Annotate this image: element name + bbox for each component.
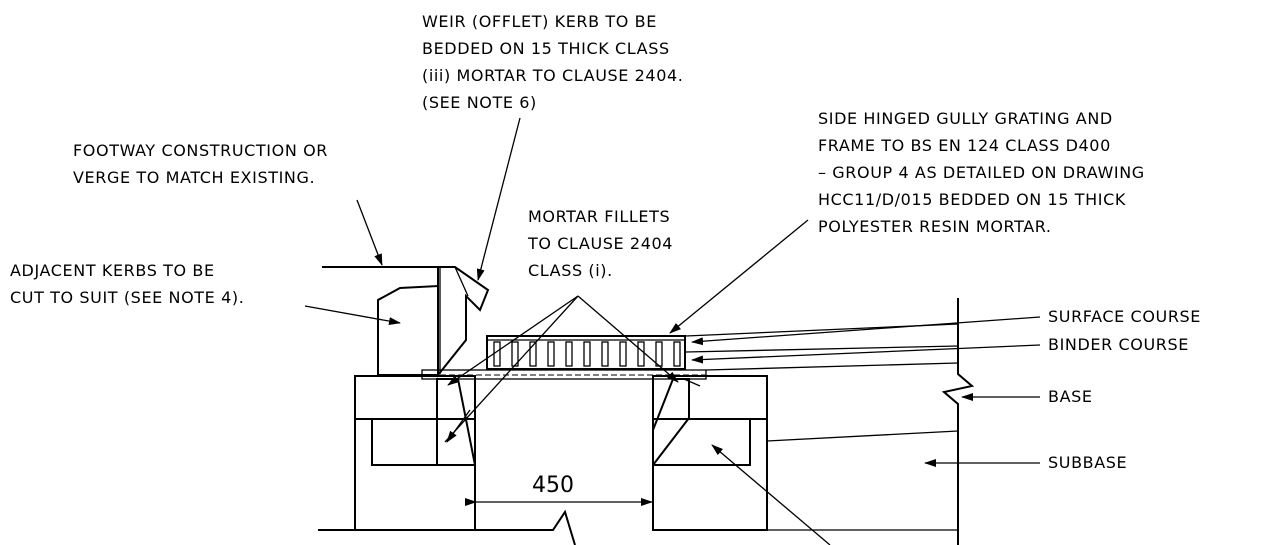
adjacent-line-2: CUT TO SUIT (SEE NOTE 4). <box>10 288 244 307</box>
right-fillet-edge <box>683 378 701 387</box>
gully-frame <box>421 369 707 380</box>
adjacent-line-1: ADJACENT KERBS TO BE <box>10 261 215 280</box>
adjacent-kerbs-note: ADJACENT KERBS TO BE CUT TO SUIT (SEE NO… <box>10 261 244 307</box>
surface-course-label: SURFACE COURSE <box>1048 307 1201 326</box>
footway-line-2: VERGE TO MATCH EXISTING. <box>73 168 315 187</box>
grating-line-3: – GROUP 4 AS DETAILED ON DRAWING <box>818 163 1145 182</box>
fillet-leader-3-line <box>444 295 579 443</box>
fillet-leader-2 <box>577 295 679 383</box>
weir-line-2: BEDDED ON 15 THICK CLASS <box>422 39 670 58</box>
grating-line-5: POLYESTER RESIN MORTAR. <box>818 217 1052 236</box>
bottom-leader <box>711 444 831 545</box>
subbase-label: SUBBASE <box>1048 453 1127 472</box>
adjacent-kerb <box>377 284 439 376</box>
subbase-line-upper <box>766 430 959 442</box>
fillets-line-2: TO CLAUSE 2404 <box>527 234 673 253</box>
right-support-upper <box>652 375 768 420</box>
fillets-line-1: MORTAR FILLETS <box>528 207 670 226</box>
grating-note: SIDE HINGED GULLY GRATING AND FRAME TO B… <box>818 109 1145 236</box>
bottom-break-line <box>318 509 576 545</box>
grating-line-4: HCC11/D/015 BEDDED ON 15 THICK <box>818 190 1126 209</box>
break-line-right <box>941 298 975 545</box>
footway-line-1: FOOTWAY CONSTRUCTION OR <box>73 141 328 160</box>
weir-leader <box>476 117 521 281</box>
footway-leader <box>356 199 383 266</box>
weir-kerb-note: WEIR (OFFLET) KERB TO BE BEDDED ON 15 TH… <box>422 12 683 112</box>
base-label: BASE <box>1048 387 1093 406</box>
weir-line-3: (iii) MORTAR TO CLAUSE 2404. <box>422 66 683 85</box>
fillet-leader-1 <box>447 295 579 386</box>
gully-grating <box>486 335 686 370</box>
leader-arrows <box>304 117 1041 545</box>
mortar-fillets-note: MORTAR FILLETS TO CLAUSE 2404 CLASS (i). <box>527 207 673 280</box>
right-concrete-surround <box>652 418 768 531</box>
grating-line-1: SIDE HINGED GULLY GRATING AND <box>818 109 1113 128</box>
weir-line-1: WEIR (OFFLET) KERB TO BE <box>422 12 657 31</box>
grating-leader <box>669 219 809 334</box>
left-support-upper <box>354 375 476 420</box>
weir-kerb <box>437 266 490 378</box>
binder-course-leader <box>691 344 1041 364</box>
dimension-450-label: 450 <box>532 473 574 498</box>
left-concrete-surround <box>354 418 476 531</box>
adjacent-leader <box>304 305 401 325</box>
footway-note: FOOTWAY CONSTRUCTION OR VERGE TO MATCH E… <box>73 141 328 187</box>
fillet-leader-3 <box>446 409 471 443</box>
fillets-line-3: CLASS (i). <box>528 261 613 280</box>
right-support-lower <box>652 418 751 466</box>
right-mortar-fillet <box>652 378 690 468</box>
weir-line-4: (SEE NOTE 6) <box>422 93 537 112</box>
left-mortar-fillet <box>436 378 477 466</box>
grating-line-2: FRAME TO BS EN 124 CLASS D400 <box>818 136 1111 155</box>
grating-bars <box>493 341 681 367</box>
surface-course-bottom <box>685 345 959 353</box>
binder-course-label: BINDER COURSE <box>1048 335 1189 354</box>
binder-course-bottom <box>705 362 959 371</box>
weir-kerb-edge <box>454 266 469 297</box>
surface-course-leader <box>691 316 1041 346</box>
